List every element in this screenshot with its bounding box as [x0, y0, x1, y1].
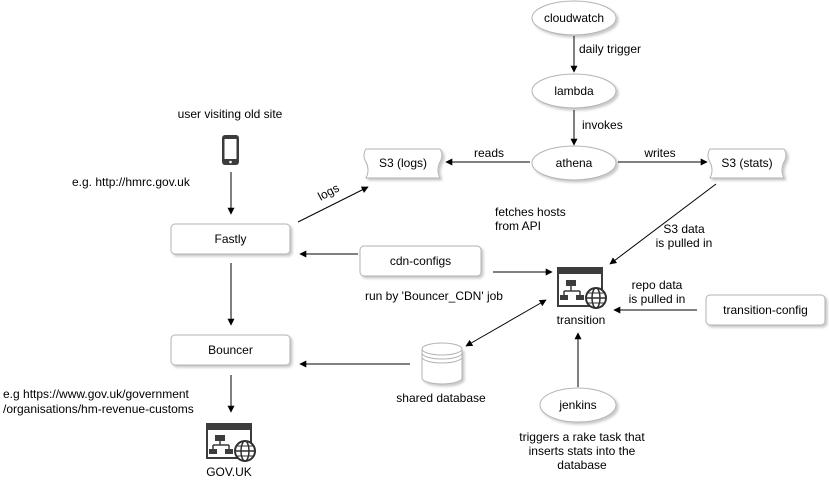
- node-bouncer-label: Bouncer: [208, 343, 253, 357]
- label-repo-data-2: is pulled in: [629, 292, 686, 306]
- label-invokes: invokes: [582, 118, 623, 132]
- label-repo-data-1: repo data: [632, 278, 683, 292]
- label-fetches-hosts-1: fetches hosts: [495, 205, 566, 219]
- node-shared-database-label: shared database: [396, 391, 486, 405]
- node-athena[interactable]: athena: [531, 145, 617, 181]
- label-s3-data-1: S3 data: [663, 222, 705, 236]
- label-jenkins-task-3: database: [557, 458, 607, 472]
- label-jenkins-task-1: triggers a rake task that: [519, 430, 645, 444]
- node-transition-config-label: transition-config: [723, 303, 808, 317]
- database-cylinder-icon: [421, 342, 463, 385]
- annotations: daily trigger invokes reads writes logs …: [3, 42, 712, 472]
- label-example-new-url-2: /organisations/hm-revenue-customs: [3, 402, 194, 416]
- node-lambda-label: lambda: [554, 84, 594, 98]
- label-fetches-hosts-2: from API: [495, 219, 541, 233]
- label-daily-trigger: daily trigger: [579, 42, 641, 56]
- node-cloudwatch[interactable]: cloudwatch: [531, 0, 617, 36]
- node-fastly-label: Fastly: [214, 232, 246, 246]
- node-transition-config[interactable]: transition-config: [705, 294, 826, 326]
- label-reads: reads: [474, 146, 504, 160]
- label-jenkins-task-2: inserts stats into the: [529, 444, 636, 458]
- label-example-new-url-1: e.g https://www.gov.uk/government: [3, 387, 190, 401]
- node-jenkins[interactable]: jenkins: [539, 387, 617, 423]
- web-application-icon: [206, 423, 256, 462]
- node-cdn-configs-label: cdn-configs: [390, 254, 451, 268]
- node-athena-label: athena: [556, 156, 593, 170]
- label-logs: logs: [316, 181, 342, 204]
- label-user-visiting: user visiting old site: [178, 107, 283, 121]
- node-transition-label: transition: [557, 313, 606, 327]
- edge-transition-shareddb[interactable]: [465, 299, 547, 347]
- node-fastly[interactable]: Fastly: [170, 223, 291, 255]
- node-govuk[interactable]: GOV.UK: [206, 423, 256, 479]
- node-cdn-configs[interactable]: cdn-configs: [359, 245, 482, 277]
- edges: [227, 36, 717, 413]
- mobile-phone-icon: [222, 135, 239, 165]
- node-govuk-label: GOV.UK: [206, 465, 252, 479]
- label-example-old-url: e.g. http://hmrc.gov.uk: [72, 175, 191, 189]
- node-lambda[interactable]: lambda: [531, 73, 617, 109]
- edge-fastly-s3logs: [297, 186, 369, 223]
- node-jenkins-label: jenkins: [558, 398, 596, 412]
- node-s3-stats[interactable]: S3 (stats): [707, 148, 787, 179]
- node-cloudwatch-label: cloudwatch: [544, 11, 604, 25]
- edge-s3stats-transition: [609, 183, 717, 265]
- node-s3-logs[interactable]: S3 (logs): [363, 148, 443, 179]
- node-shared-database[interactable]: shared database: [396, 342, 486, 405]
- node-s3-stats-label: S3 (stats): [721, 156, 772, 170]
- node-bouncer[interactable]: Bouncer: [170, 334, 291, 366]
- web-application-icon: [557, 267, 607, 309]
- label-s3-data-2: is pulled in: [656, 236, 713, 250]
- label-writes: writes: [643, 146, 675, 160]
- node-s3-logs-label: S3 (logs): [379, 156, 427, 170]
- node-transition[interactable]: transition: [557, 267, 607, 327]
- label-run-by-job: run by 'Bouncer_CDN' job: [365, 289, 503, 303]
